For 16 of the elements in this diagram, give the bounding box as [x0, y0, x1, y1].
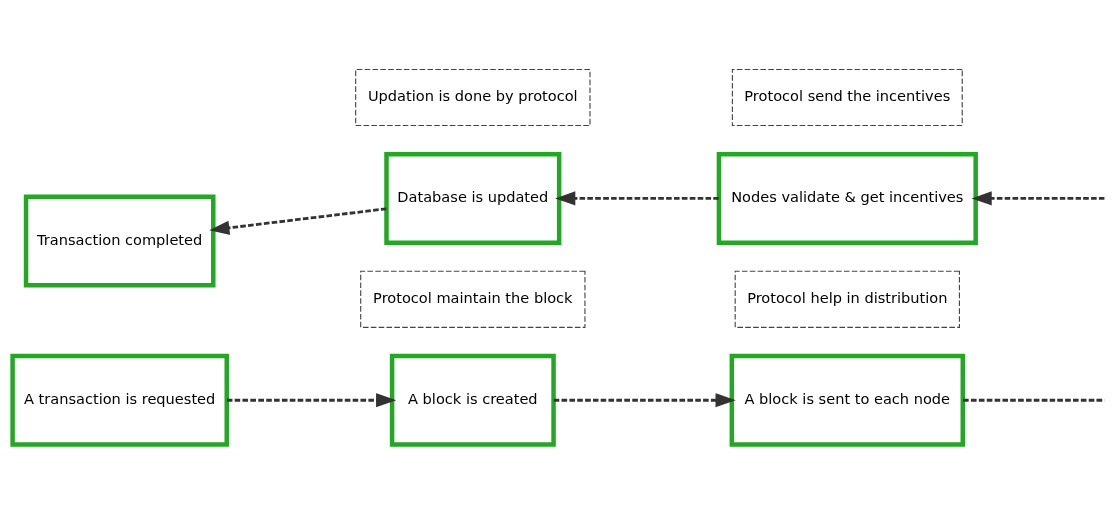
node-box: Protocol maintain the block	[360, 270, 586, 328]
node-box: Database is updated	[384, 151, 562, 245]
node-box: Nodes validate & get incentives	[716, 151, 978, 245]
node-box: Updation is done by protocol	[355, 68, 591, 127]
connector	[963, 398, 1105, 402]
arrow	[971, 191, 1105, 206]
node-box: Protocol send the incentives	[731, 68, 963, 127]
arrow	[555, 191, 719, 206]
arrow	[209, 207, 387, 235]
node-box: A block is created	[389, 353, 556, 447]
node-box: Protocol help in distribution	[734, 270, 960, 328]
node-box: A block is sent to each node	[729, 353, 965, 447]
node-box: Transaction completed	[23, 194, 216, 288]
arrow	[553, 393, 736, 408]
arrow	[227, 393, 397, 408]
node-box: A transaction is requested	[10, 353, 229, 447]
